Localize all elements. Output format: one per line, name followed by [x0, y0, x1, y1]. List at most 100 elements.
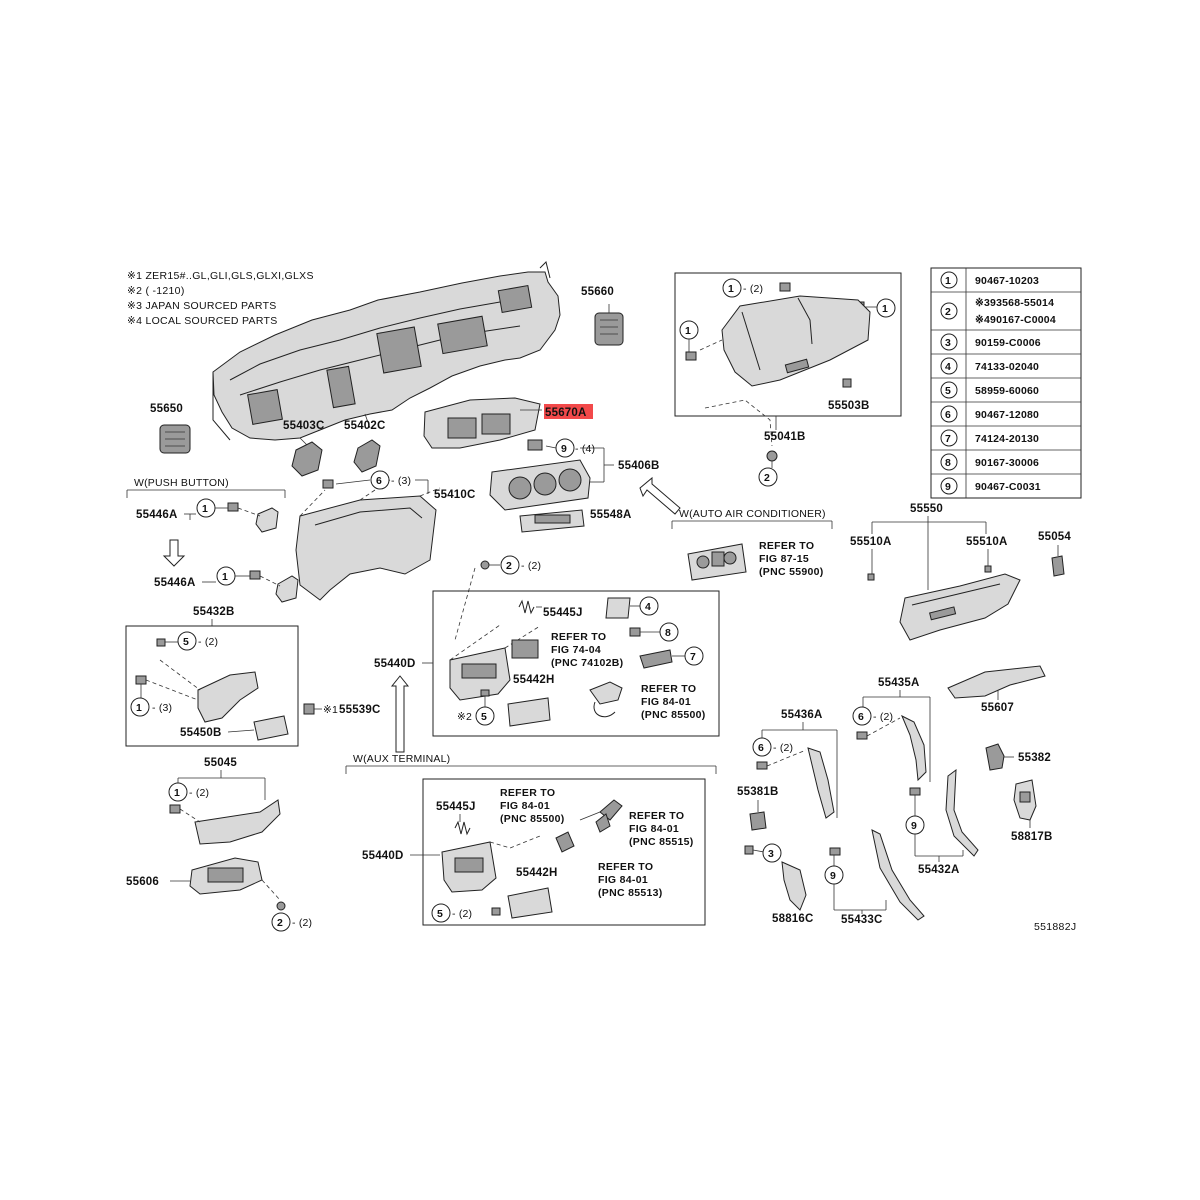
callout-7-label: 7: [690, 651, 696, 663]
legend-1-num: 1: [945, 275, 951, 287]
ref-5-line-2: FIG 84-01: [629, 823, 679, 835]
section-auto-ac: W(AUTO AIR CONDITIONER) REFER TO FIG 87-…: [671, 508, 833, 581]
label-58816c: 58816C: [772, 913, 813, 925]
label-55446a-1: 55446A: [136, 509, 177, 521]
part-55403c-bracket: 55403C: [283, 420, 324, 477]
callout-9-b-label: 9: [830, 870, 836, 882]
callout-4-label: 4: [645, 601, 651, 613]
note-3: ※3 JAPAN SOURCED PARTS: [127, 300, 277, 312]
label-55442h-1: 55442H: [513, 674, 554, 686]
qty-6-b: - (2): [873, 711, 893, 723]
legend-3-part: 90159-C0006: [975, 337, 1041, 349]
note-2: ※2 ( -1210): [127, 285, 185, 297]
label-55410c: 55410C: [434, 489, 475, 501]
section-aux-terminal: W(AUX TERMINAL) 55440D 55445J REFER TO F…: [345, 753, 717, 926]
label-55445j-1: 55445J: [543, 607, 583, 619]
qty-5-a: - (2): [198, 636, 218, 648]
part-55432b-group: 55432B 5 - (2) 1 - (3) 55450B: [125, 606, 299, 747]
ref-6-line-1: REFER TO: [598, 861, 653, 873]
callout-6-a-label: 6: [376, 475, 382, 487]
ref-4-line-1: REFER TO: [500, 787, 555, 799]
label-55406b: 55406B: [618, 460, 659, 472]
ref-1-line-2: FIG 87-15: [759, 553, 809, 565]
part-55660-side-vent: 55660: [581, 286, 624, 346]
legend-7-part: 74124-20130: [975, 433, 1039, 445]
callout-6-c: [752, 737, 772, 757]
part-55550-group: 55550 55510A 55510A 55054: [850, 503, 1071, 641]
qty-2-b: - (2): [521, 560, 541, 572]
label-55433c: 55433C: [841, 914, 882, 926]
note-1: ※1 ZER15#..GL,GLI,GLS,GLXI,GLXS: [127, 270, 314, 282]
legend-8-num: 8: [945, 457, 951, 469]
legend-table: 1 90467-10203 2 ※393568-55014 ※490167-C0…: [930, 267, 1082, 499]
legend-9-part: 90467-C0031: [975, 481, 1041, 493]
legend-4-part: 74133-02040: [975, 361, 1039, 373]
callout-1-a-label: 1: [202, 503, 208, 515]
label-55550: 55550: [910, 503, 943, 515]
legend-1-part: 90467-10203: [975, 275, 1039, 287]
label-55054: 55054: [1038, 531, 1071, 543]
label-55402c: 55402C: [344, 420, 385, 432]
label-55432a: 55432A: [918, 864, 959, 876]
label-55539c: 55539C: [339, 704, 380, 716]
callout-1-g: [876, 298, 896, 318]
label-55403c: 55403C: [283, 420, 324, 432]
qty-1-c: - (3): [152, 702, 172, 714]
callout-7: [684, 646, 704, 666]
legend-4-num: 4: [945, 361, 951, 373]
legend-2-num: 2: [945, 306, 951, 318]
ref-6-line-3: (PNC 85513): [598, 887, 663, 899]
label-55510a-2: 55510A: [966, 536, 1007, 548]
diagram-code: 551882J: [1034, 921, 1076, 933]
part-58817b-bracket: 58817B: [1011, 779, 1052, 843]
callout-2-c-label: 2: [764, 472, 770, 484]
callout-6-a: [370, 470, 390, 490]
part-55382-clip: 55382: [985, 743, 1051, 771]
legend-6-part: 90467-12080: [975, 409, 1039, 421]
part-58816c-cover: 58816C: [772, 861, 813, 925]
part-55406b-heater-control-bezel: 9 - (4) 55406B: [489, 438, 659, 511]
part-55432a-group: 9 55432A: [905, 768, 979, 876]
label-55442h-2: 55442H: [516, 867, 557, 879]
legend-2-part-b: ※490167-C0004: [975, 314, 1056, 326]
section-aux-terminal-title: W(AUX TERMINAL): [353, 753, 450, 765]
ref-1-line-1: REFER TO: [759, 540, 814, 552]
part-55436a-group: 55436A 6 - (2): [752, 709, 838, 819]
callout-9-a: [555, 438, 575, 458]
callout-1-b-label: 1: [222, 571, 228, 583]
callout-2-c: [758, 467, 778, 487]
ref-4-line-3: (PNC 85500): [500, 813, 565, 825]
qty-1-e: - (2): [743, 283, 763, 295]
qty-2-a: - (2): [292, 917, 312, 929]
part-55548a-panel: 55548A: [519, 509, 631, 533]
note-4: ※4 LOCAL SOURCED PARTS: [127, 315, 278, 327]
ref-2-line-2: FIG 74-04: [551, 644, 601, 656]
part-55402c-bracket: 55402C: [344, 420, 385, 473]
label-55670a: 55670A: [545, 407, 586, 419]
part-55435a-group: 55435A 6 - (2): [852, 677, 931, 782]
callout-1-c: [130, 697, 150, 717]
notes-block: ※1 ZER15#..GL,GLI,GLS,GLXI,GLXS ※2 ( -12…: [127, 270, 314, 327]
legend-6-num: 6: [945, 409, 951, 421]
callout-6-b: [852, 706, 872, 726]
label-55450b: 55450B: [180, 727, 221, 739]
callout-3-label: 3: [768, 848, 774, 860]
legend-5-part: 58959-60060: [975, 385, 1039, 397]
legend-3-num: 3: [945, 337, 951, 349]
qty-5-c: - (2): [452, 908, 472, 920]
label-55432b: 55432B: [193, 606, 234, 618]
mark-55539c: ※1: [323, 704, 338, 716]
ref-3-line-1: REFER TO: [641, 683, 696, 695]
part-55045-group: 55045 1 - (2): [168, 757, 281, 845]
label-55446a-2: 55446A: [154, 577, 195, 589]
callout-1-d: [168, 782, 188, 802]
legend-8-part: 90167-30006: [975, 457, 1039, 469]
callout-5-b: [475, 706, 495, 726]
section-auto-ac-title: W(AUTO AIR CONDITIONER): [679, 508, 826, 520]
label-55606: 55606: [126, 876, 159, 888]
label-55445j-2: 55445J: [436, 801, 476, 813]
callout-3: [762, 843, 782, 863]
callout-6-b-label: 6: [858, 711, 864, 723]
callout-5-a: [177, 631, 197, 651]
